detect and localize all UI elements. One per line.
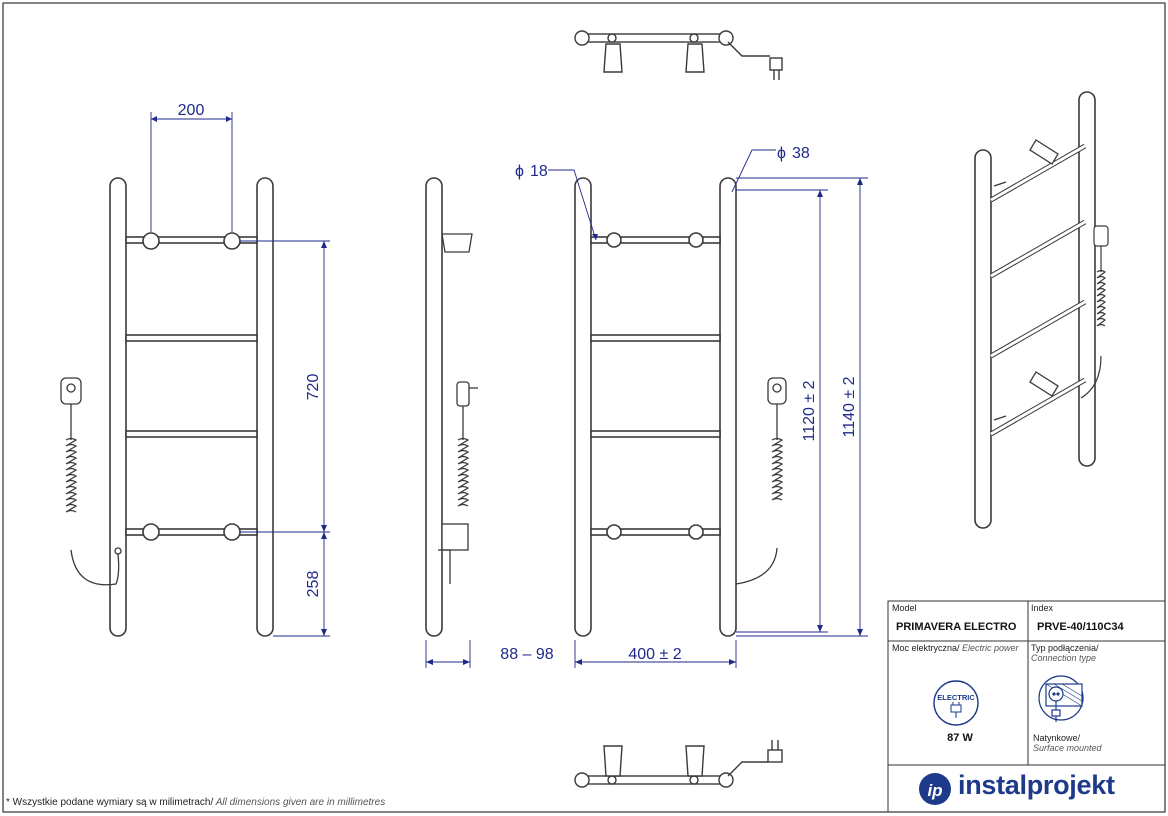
dim-rail-spacing: 200 (178, 102, 205, 119)
rear-dimensions (548, 149, 868, 668)
dim-rail-pitch: 720 (305, 374, 322, 401)
rear-right-post (719, 177, 737, 637)
index-value: PRVE-40/110C34 (1037, 621, 1125, 633)
electric-badge-text: ELECTRIC (937, 693, 975, 702)
dim-diameter-rail: 18 (530, 163, 548, 180)
model-value: PRIMAVERA ELECTRO (896, 621, 1017, 633)
side-view (425, 177, 478, 637)
mount-label-pl: Natynkowe/ (1033, 733, 1081, 743)
rear-rung-3 (590, 430, 721, 438)
front-bracket-bl (142, 523, 160, 541)
front-dimensions (150, 112, 330, 637)
front-bracket-tl (142, 232, 160, 250)
rear-mount-bl (606, 524, 622, 540)
front-rung-3 (125, 430, 258, 438)
side-post (425, 177, 443, 637)
dim-bottom-offset: 258 (305, 571, 322, 598)
dim-height-outer: 1140 ± 2 (841, 376, 858, 437)
dimension-footnote: * Wszystkie podane wymiary są w milimetr… (6, 797, 385, 808)
diameter-symbol-rail: ϕ (515, 163, 524, 180)
side-plug-cable (438, 381, 478, 584)
rear-left-post (574, 177, 592, 637)
power-label: Moc elektryczna/ Electric power (892, 643, 1020, 653)
title-block (887, 600, 1166, 813)
dim-depth: 88 – 98 (500, 646, 553, 663)
front-rung-2 (125, 334, 258, 342)
top-view (574, 30, 783, 80)
front-rung-1 (125, 236, 258, 244)
side-dimensions (425, 640, 471, 668)
footnote-pl: * Wszystkie podane wymiary są w milimetr… (6, 797, 214, 808)
rear-mount-tr (688, 232, 704, 248)
brand-name: instalprojekt (958, 770, 1115, 800)
rear-rung-4 (590, 528, 721, 536)
dim-diameter-post: 38 (792, 145, 810, 162)
instalprojekt-logo-icon: ip (919, 773, 951, 805)
footnote-en: All dimensions given are in millimetres (213, 797, 386, 808)
rear-mount-tl (606, 232, 622, 248)
connection-label-pl: Typ podłączenia/ (1031, 643, 1099, 653)
front-right-post (256, 177, 274, 637)
isometric-view (974, 91, 1109, 529)
rear-view (574, 177, 787, 637)
bottom-view (574, 740, 783, 788)
front-left-post (109, 177, 127, 637)
front-plug-cable (60, 377, 122, 586)
rear-plug-cable (735, 377, 787, 585)
rear-rung-1 (590, 236, 721, 244)
dim-width: 400 ± 2 (628, 646, 681, 663)
index-label: Index (1031, 603, 1054, 613)
connection-label-en: Connection type (1031, 653, 1096, 663)
rear-mount-br (688, 524, 704, 540)
mount-label-en: Surface mounted (1033, 743, 1103, 753)
logo-letters: ip (927, 781, 942, 800)
wall-socket-icon (1038, 675, 1084, 722)
power-value: 87 W (947, 732, 973, 744)
model-label: Model (892, 603, 917, 613)
front-view (60, 177, 274, 637)
electric-plug-icon: ELECTRIC (933, 680, 979, 726)
front-bracket-br (223, 523, 241, 541)
front-bracket-tr (223, 232, 241, 250)
diameter-symbol-post: ϕ (777, 145, 786, 162)
dim-height-inner: 1120 ± 2 (801, 380, 818, 441)
rear-rung-2 (590, 334, 721, 342)
side-bracket-top (441, 233, 473, 253)
